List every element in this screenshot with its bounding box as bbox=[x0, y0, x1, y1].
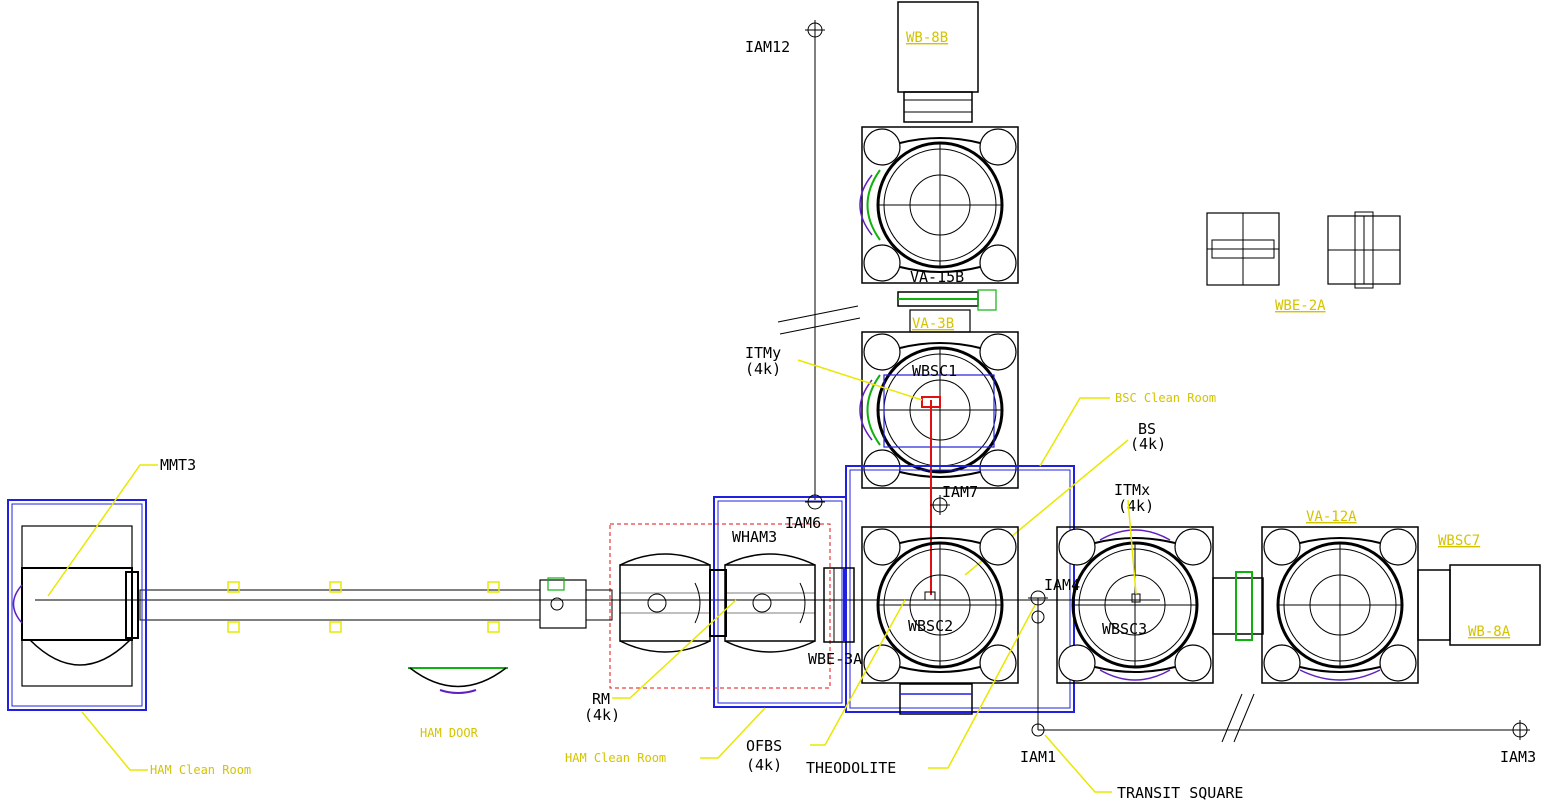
wb-8b-label: WB-8B bbox=[906, 30, 948, 46]
wbe-2a-unit-right bbox=[1327, 211, 1401, 289]
ham-clean-room-left-leader bbox=[81, 711, 148, 771]
ham-clean-room-mid-label: HAM Clean Room bbox=[565, 751, 666, 765]
ham-dashed-outline bbox=[609, 523, 831, 689]
wbsc1-door-seal bbox=[866, 374, 881, 446]
iam6-marker bbox=[805, 494, 825, 510]
itmy-label: ITMy bbox=[745, 344, 781, 362]
wbsc3-label: WBSC3 bbox=[1102, 620, 1147, 638]
mmt3-chamber bbox=[12, 525, 139, 687]
ham-clean-room-mid-outline bbox=[713, 496, 847, 708]
bs-label: BS bbox=[1138, 420, 1156, 438]
wbsc1-inner-box bbox=[883, 374, 995, 448]
itmx-mass: (4k) bbox=[1118, 497, 1154, 515]
ham-bellows bbox=[709, 569, 727, 637]
tube-supports bbox=[227, 581, 500, 633]
wbe-2a-unit-left bbox=[1206, 212, 1280, 286]
va-12a-bellows bbox=[1212, 571, 1264, 641]
iam6-label: IAM6 bbox=[785, 514, 821, 532]
bs-mass: (4k) bbox=[1130, 435, 1166, 453]
mmt3-label: MMT3 bbox=[160, 456, 196, 474]
itmx-optic bbox=[1131, 593, 1141, 603]
wbsc3-top-door bbox=[1099, 529, 1171, 541]
wbsc2-bottom-port bbox=[899, 683, 973, 715]
iam12-label: IAM12 bbox=[745, 38, 790, 56]
transit-square-label: TRANSIT SQUARE bbox=[1117, 784, 1243, 802]
itmx-leader bbox=[1127, 499, 1137, 595]
bsc-clean-room-leader bbox=[1039, 397, 1110, 467]
va-15b-label: VA-15B bbox=[910, 268, 964, 286]
ofbs-label: OFBS bbox=[746, 737, 782, 755]
ham-door-shape bbox=[408, 667, 508, 694]
input-tube bbox=[139, 577, 613, 629]
rm-label: RM bbox=[592, 690, 610, 708]
iam7-marker bbox=[930, 495, 950, 515]
ham-clean-room-mid-leader bbox=[700, 707, 766, 759]
wham3-label: WHAM3 bbox=[732, 528, 777, 546]
iam4-label: IAM4 bbox=[1044, 576, 1080, 594]
wbsc2-chamber bbox=[860, 525, 1020, 685]
wb-8a-label: WB-8A bbox=[1468, 624, 1511, 640]
iam1-label: IAM1 bbox=[1020, 748, 1056, 766]
wbsc2-label: WBSC2 bbox=[908, 617, 953, 635]
wbsc1-door-arc bbox=[859, 379, 873, 441]
itmx-label: ITMx bbox=[1114, 481, 1150, 499]
theodolite-leader bbox=[928, 604, 1036, 769]
iam3-label: IAM3 bbox=[1500, 748, 1536, 766]
top-chamber-door-arc bbox=[859, 174, 873, 236]
itmy-leader bbox=[797, 359, 923, 401]
top-bsc-chamber bbox=[860, 125, 1020, 285]
ham-clean-room-left-label: HAM Clean Room bbox=[150, 763, 251, 777]
wbsc7-label: WBSC7 bbox=[1438, 533, 1480, 549]
iam7-label: IAM7 bbox=[942, 483, 978, 501]
wbsc3-chamber bbox=[1055, 525, 1215, 685]
itmy-mass: (4k) bbox=[745, 360, 781, 378]
ham-clean-room-mid-inner bbox=[717, 500, 843, 704]
wbsc3-bottom-door bbox=[1099, 669, 1171, 681]
ofbs-mass: (4k) bbox=[746, 756, 782, 774]
iam12-survey-line bbox=[805, 20, 825, 500]
wbsc7-bottom-door bbox=[1299, 669, 1381, 681]
va-3b-label: VA-3B bbox=[912, 316, 954, 332]
top-chamber-door-seal bbox=[866, 169, 881, 241]
theodolite-label: THEODOLITE bbox=[806, 759, 896, 777]
va-12a-label: VA-12A bbox=[1306, 509, 1357, 525]
ham-clean-room-left-inner bbox=[11, 503, 143, 707]
ofbs-leader bbox=[810, 599, 906, 746]
pipe-break-upper bbox=[777, 305, 861, 335]
wbsc1-label: WBSC1 bbox=[912, 362, 957, 380]
ham-door-label: HAM DOOR bbox=[420, 726, 479, 740]
iam1-iam3-line bbox=[1031, 693, 1530, 743]
mmt3-leader bbox=[47, 464, 158, 597]
rm-leader bbox=[612, 599, 737, 699]
va-15b-bellows bbox=[897, 289, 997, 311]
wham3-chamber bbox=[724, 553, 816, 653]
wb-8a-box bbox=[1417, 564, 1541, 646]
transit-square-leader bbox=[1044, 734, 1112, 793]
wbe-2a-label: WBE-2A bbox=[1275, 298, 1326, 314]
wbe-3a-label: WBE-3A bbox=[808, 650, 862, 668]
rm-mass: (4k) bbox=[584, 706, 620, 724]
bsc-clean-room-inner bbox=[849, 469, 1071, 709]
wbsc7-chamber bbox=[1260, 525, 1420, 685]
ham-clean-room-left-outline bbox=[7, 499, 147, 711]
wbe-3a-bellows bbox=[823, 567, 855, 643]
bsc-clean-room-label: BSC Clean Room bbox=[1115, 391, 1216, 405]
iam4-marker bbox=[1028, 590, 1048, 730]
wb-8b-box bbox=[897, 1, 979, 123]
